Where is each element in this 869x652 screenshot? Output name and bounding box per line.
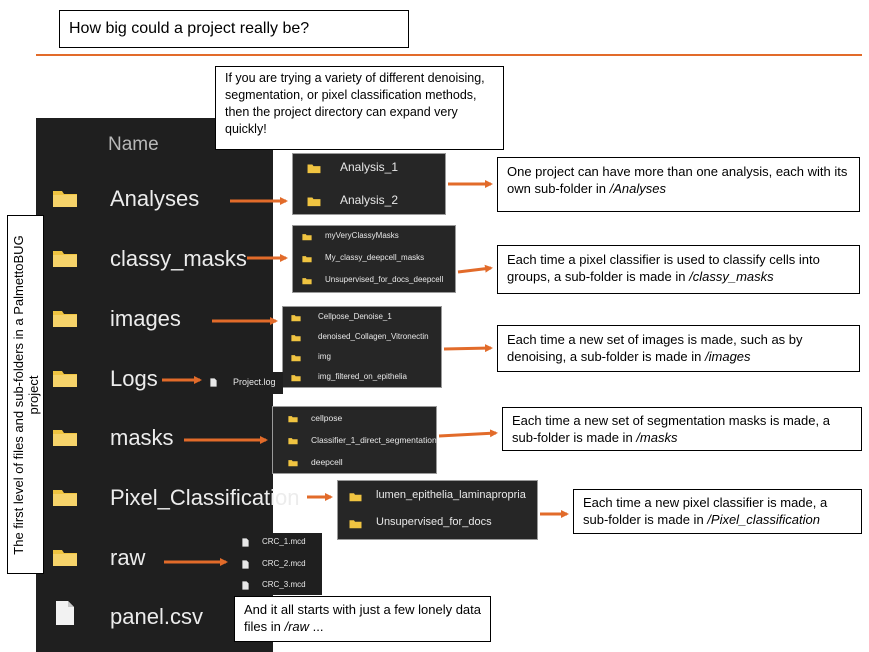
explorer-row-pixel-classification[interactable]: Pixel_Classification — [110, 485, 300, 510]
subfolder-img-filtered-on-epithelia[interactable]: img_filtered_on_epithelia — [318, 372, 407, 381]
file-icon — [242, 581, 249, 590]
title-underline — [36, 54, 862, 56]
subfolder-classifier-1-direct-segmentation[interactable]: Classifier_1_direct_segmentation — [311, 435, 437, 445]
subfolder-lumen-epithelia-laminapropria[interactable]: lumen_epithelia_laminapropria — [376, 489, 526, 501]
subfolder-my-classy-deepcell-masks[interactable]: My_classy_deepcell_masks — [325, 253, 425, 262]
note-analyses-text: One project can have more than one analy… — [507, 164, 848, 196]
note-masks-text: Each time a new set of segmentation mask… — [512, 413, 830, 445]
note-pixel-classification: Each time a new pixel classifier is made… — [573, 489, 862, 534]
folder-icon — [53, 490, 77, 506]
note-raw-tail: ... — [309, 619, 324, 634]
note-analyses-path: /Analyses — [609, 181, 666, 196]
popup-images: Cellpose_Denoise_1 denoised_Collagen_Vit… — [282, 306, 442, 388]
note-images-text: Each time a new set of images is made, s… — [507, 332, 803, 364]
file-crc-2-mcd[interactable]: CRC_2.mcd — [262, 559, 306, 568]
note-raw-text: And it all starts with just a few lonely… — [244, 602, 482, 634]
folder-icon — [288, 416, 298, 423]
folder-icon — [288, 438, 298, 445]
folder-icon — [53, 311, 77, 327]
folder-icon — [53, 191, 77, 207]
folder-icon — [291, 375, 301, 382]
folder-icon — [288, 460, 298, 467]
note-raw: And it all starts with just a few lonely… — [234, 596, 491, 642]
subfolder-cellpose-denoise-1[interactable]: Cellpose_Denoise_1 — [318, 312, 392, 321]
slide-title: How big could a project really be? — [59, 10, 409, 48]
note-analyses: One project can have more than one analy… — [497, 157, 860, 212]
callout-note: If you are trying a variety of different… — [215, 66, 504, 150]
folder-icon — [291, 315, 301, 322]
note-images: Each time a new set of images is made, s… — [497, 325, 860, 372]
subfolder-cellpose[interactable]: cellpose — [311, 413, 343, 423]
folder-icon — [302, 278, 312, 285]
note-images-path: /images — [705, 349, 751, 364]
subfolder-img[interactable]: img — [318, 352, 331, 361]
folder-icon — [302, 256, 312, 263]
explorer-row-masks[interactable]: masks — [110, 425, 174, 450]
folder-icon — [302, 234, 312, 241]
subfolder-analysis-1[interactable]: Analysis_1 — [340, 160, 399, 174]
popup-masks: cellpose Classifier_1_direct_segmentatio… — [272, 406, 437, 474]
note-pixel-classification-text: Each time a new pixel classifier is made… — [583, 495, 828, 527]
folder-icon — [53, 430, 77, 446]
explorer-row-logs[interactable]: Logs — [110, 366, 158, 391]
popup-analyses: Analysis_1 Analysis_2 — [292, 153, 446, 215]
note-classy-masks-text: Each time a pixel classifier is used to … — [507, 252, 820, 284]
arrow-masks-to-note — [438, 429, 498, 438]
subfolder-denoised-collagen-vitronectin[interactable]: denoised_Collagen_Vitronectin — [318, 332, 429, 341]
vertical-label-box: The first level of files and sub-folders… — [7, 215, 44, 574]
folder-icon — [53, 371, 77, 387]
subfolder-deepcell[interactable]: deepcell — [311, 457, 343, 467]
subfolder-myveryclassymasks[interactable]: myVeryClassyMasks — [325, 231, 399, 240]
popup-logs: Project.log — [203, 372, 283, 394]
folder-icon — [291, 355, 301, 362]
subfolder-analysis-2[interactable]: Analysis_2 — [340, 193, 399, 207]
file-icon — [210, 378, 217, 387]
popup-raw: CRC_1.mcd CRC_2.mcd CRC_3.mcd — [232, 533, 322, 595]
file-icon — [56, 601, 74, 625]
folder-icon — [307, 164, 321, 174]
explorer-row-images[interactable]: images — [110, 306, 181, 331]
arrow-images-to-note — [443, 344, 493, 353]
subfolder-unsupervised-for-docs-deepcell[interactable]: Unsupervised_for_docs_deepcell — [325, 275, 444, 284]
subfolder-unsupervised-for-docs[interactable]: Unsupervised_for_docs — [376, 516, 492, 528]
explorer-row-analyses[interactable]: Analyses — [110, 186, 200, 211]
folder-icon — [349, 493, 362, 502]
popup-pixel-classification: lumen_epithelia_laminapropria Unsupervis… — [337, 480, 538, 540]
explorer-row-panel-csv[interactable]: panel.csv — [110, 604, 203, 629]
arrow-classy-to-note — [457, 264, 493, 274]
file-crc-3-mcd[interactable]: CRC_3.mcd — [262, 580, 306, 589]
popup-classy-masks: myVeryClassyMasks My_classy_deepcell_mas… — [292, 225, 456, 293]
note-masks-path: /masks — [636, 430, 678, 445]
folder-icon — [53, 251, 77, 267]
explorer-row-classy-masks[interactable]: classy_masks — [110, 246, 247, 271]
folder-icon — [307, 197, 321, 207]
folder-icon — [291, 335, 301, 342]
file-icon — [242, 560, 249, 569]
note-raw-path: /raw — [284, 619, 310, 634]
column-header-name[interactable]: Name — [108, 134, 159, 155]
file-icon — [242, 538, 249, 547]
note-classy-masks-path: /classy_masks — [689, 269, 774, 284]
folder-icon — [349, 520, 362, 529]
file-project-log[interactable]: Project.log — [233, 377, 276, 387]
file-crc-1-mcd[interactable]: CRC_1.mcd — [262, 537, 306, 546]
note-classy-masks: Each time a pixel classifier is used to … — [497, 245, 860, 294]
note-pixel-classification-path: /Pixel_classification — [707, 512, 820, 527]
note-masks: Each time a new set of segmentation mask… — [502, 407, 862, 451]
folder-icon — [53, 550, 77, 566]
explorer-row-raw[interactable]: raw — [110, 545, 146, 570]
